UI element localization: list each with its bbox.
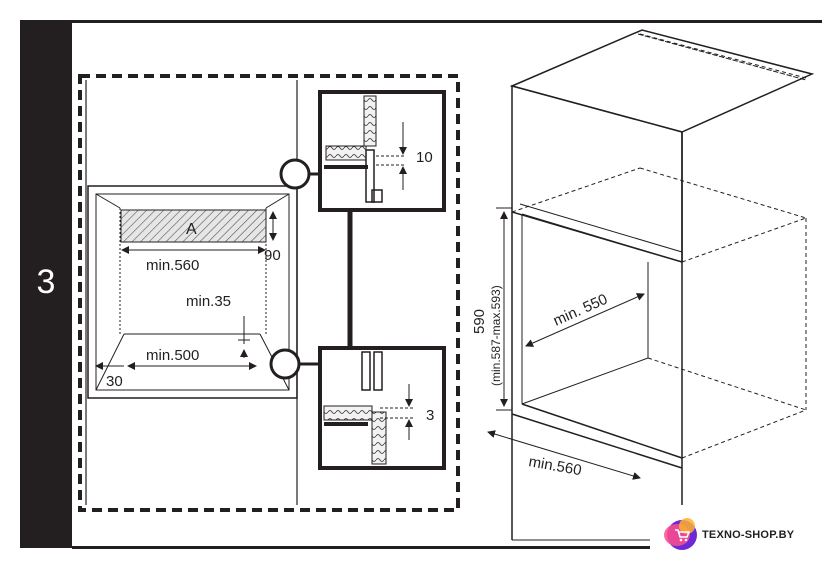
- tall-height-label: 590: [471, 309, 488, 334]
- cart-logo-icon: [664, 518, 697, 550]
- dim-side-label: 30: [106, 373, 123, 390]
- bottom-border: [72, 546, 650, 549]
- detail-bottom-gap-label: 3: [426, 407, 434, 424]
- ventilation-area-a: [120, 209, 267, 243]
- step-sidebar: [20, 20, 72, 548]
- tall-width-label: min.560: [527, 453, 583, 479]
- dim-width-top-label: min.560: [146, 257, 199, 274]
- dashed-outline: [78, 74, 460, 512]
- brand-logo: TEXNO-SHOP.BY: [664, 518, 795, 550]
- callout-circle-bottom: [269, 348, 301, 380]
- detail-top-gap-label: 10: [416, 149, 433, 166]
- niche-outline: [87, 185, 298, 399]
- label-a: A: [186, 221, 197, 238]
- dim-depth-min-label: min.35: [186, 293, 231, 310]
- top-border: [72, 20, 822, 23]
- detail-bottom: 3: [318, 346, 446, 470]
- cart-icon: [675, 529, 690, 542]
- dim-recess-label: 90: [264, 247, 281, 264]
- callout-circle-top: [279, 158, 311, 190]
- tall-cabinet-view: 590 (min.587-max.593) min. 550 min.560: [471, 29, 815, 541]
- detail-connectors: [269, 158, 353, 380]
- dim-width-bottom-label: min.500: [146, 347, 199, 364]
- tall-height-range-label: (min.587-max.593): [489, 285, 503, 386]
- tall-depth-label: min. 550: [551, 291, 610, 330]
- cabinet-front-view: A 90 min.560 min.35 min.500 30: [78, 74, 460, 512]
- step-number: 3: [36, 263, 56, 301]
- detail-top: 10: [318, 90, 446, 212]
- brand-name: TEXNO-SHOP.BY: [702, 529, 795, 541]
